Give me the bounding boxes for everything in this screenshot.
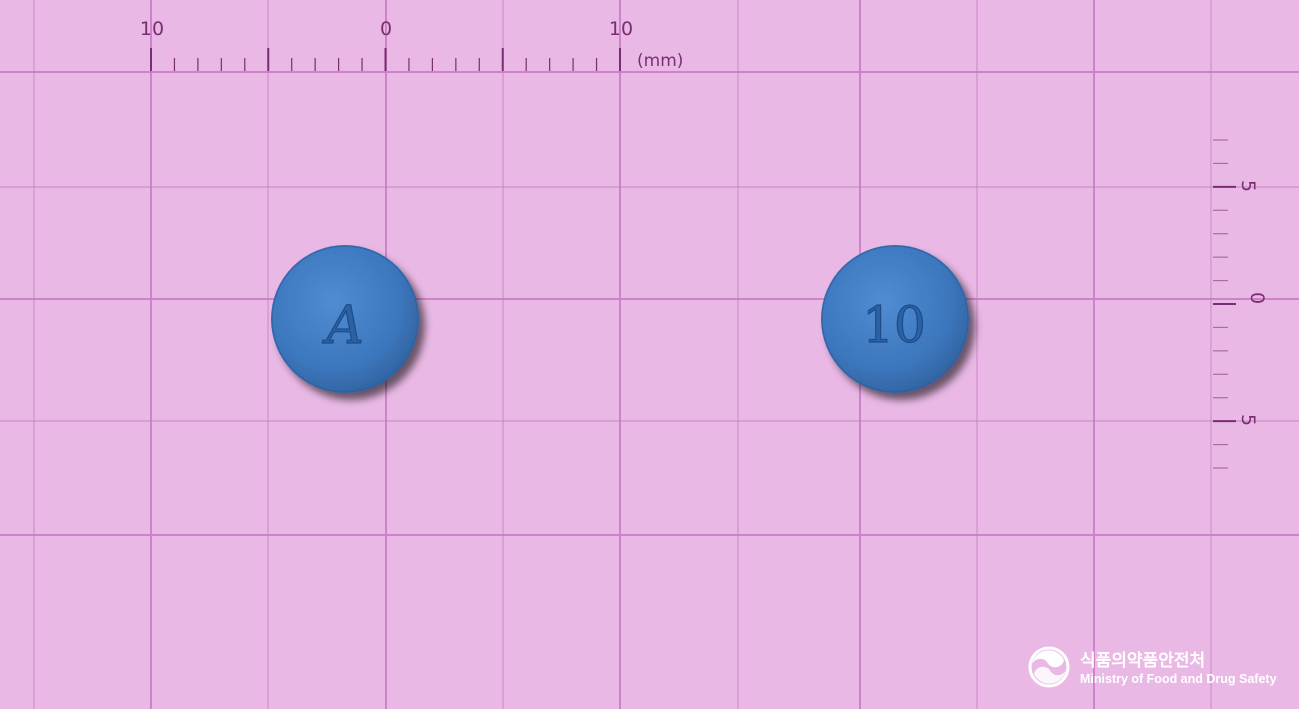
right-ruler-label-zero: 0 <box>1246 292 1268 304</box>
mfds-name-english: Ministry of Food and Drug Safety <box>1080 672 1277 686</box>
top-ruler-unit: (mm) <box>637 51 683 71</box>
tablet-back-imprint: 10 <box>862 296 926 354</box>
mfds-logo: 식품의약품안전처 Ministry of Food and Drug Safet… <box>1028 646 1277 688</box>
top-ruler: 10 0 10 (mm) <box>140 18 683 71</box>
mfds-name-korean: 식품의약품안전처 <box>1080 650 1205 671</box>
right-ruler-label-bottom: 5 <box>1237 414 1259 426</box>
tablet-front-imprint: A <box>322 296 364 356</box>
mfds-emblem-icon <box>1028 646 1070 688</box>
tablet-back: 10 <box>821 245 969 393</box>
top-ruler-label-zero: 0 <box>380 18 392 40</box>
right-ruler-label-top: 5 <box>1237 180 1259 192</box>
right-ruler: 5 0 5 <box>1213 139 1268 469</box>
top-ruler-label-right: 10 <box>609 18 633 40</box>
top-ruler-label-left: 10 <box>140 18 164 40</box>
tablet-front: A <box>271 245 419 393</box>
